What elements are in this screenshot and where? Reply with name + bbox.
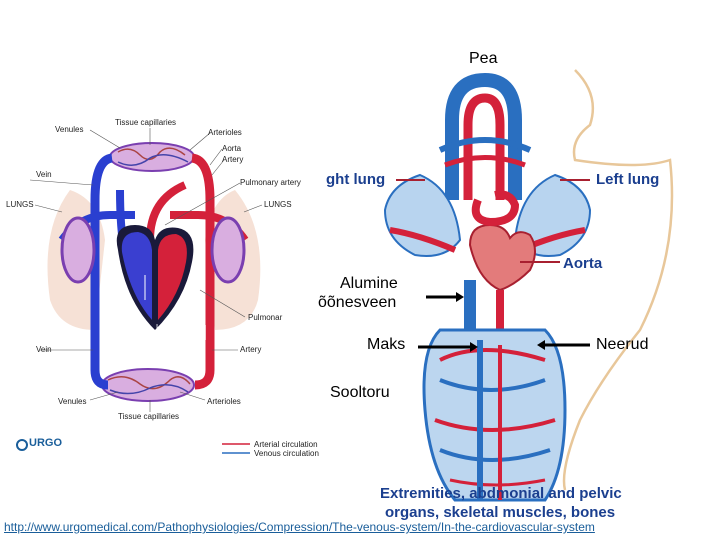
- label-aorta-left: Aorta: [222, 144, 242, 153]
- body-outline: [562, 69, 674, 491]
- label-tissue-capillaries-bottom: Tissue capillaries: [118, 412, 180, 421]
- label-pulmonary-artery: Pulmonary artery: [240, 178, 301, 187]
- label-pulmonar: Pulmonar: [248, 313, 283, 322]
- label-aorta-right: Aorta: [563, 255, 603, 272]
- label-sooltoru: Sooltoru: [330, 384, 390, 401]
- label-neerud: Neerud: [596, 336, 649, 353]
- caption-line-1: Extremities, abdmonial and pelvic: [380, 485, 622, 502]
- label-venules-top: Venules: [55, 125, 84, 134]
- label-left-heart: LEFT HEART: [156, 323, 183, 340]
- source-link[interactable]: http://www.urgomedical.com/Pathophysiolo…: [4, 520, 595, 534]
- left-lung-capillaries: [60, 216, 96, 284]
- label-maks: Maks: [367, 336, 406, 353]
- label-left-lung: Left lung: [596, 171, 660, 188]
- label-vein-top: Vein: [36, 170, 52, 179]
- label-alumine-line2: õõnesveen: [318, 294, 397, 311]
- label-lungs-left: LUNGS: [6, 200, 34, 209]
- label-artery-bottom: Artery: [240, 345, 262, 354]
- label-venules-bottom: Venules: [58, 397, 87, 406]
- caption-line-2: organs, skeletal muscles, bones: [385, 504, 616, 521]
- label-arterioles-top: Arterioles: [208, 128, 242, 137]
- urgo-logo-text: URGO: [29, 437, 62, 449]
- right-lung-capillaries: [210, 216, 246, 284]
- label-right-heart: RIGHT HEART: [117, 323, 144, 340]
- legend-venous: Venous circulation: [254, 449, 319, 458]
- label-alumine-line1: Alumine: [340, 275, 398, 292]
- label-tissue-capillaries-top: Tissue capillaries: [115, 118, 177, 127]
- label-pea: Pea: [469, 50, 498, 67]
- urgo-logo-mark: [16, 439, 28, 451]
- label-lungs-right: LUNGS: [264, 200, 292, 209]
- heart-shape-right: [468, 223, 536, 292]
- label-artery-top: Artery: [222, 155, 244, 164]
- label-right-lung: ght lung: [326, 171, 386, 188]
- label-arterioles-bottom: Arterioles: [207, 397, 241, 406]
- legend-arterial: Arterial circulation: [254, 440, 318, 449]
- head-vessel-loop: [445, 72, 522, 200]
- label-vein-bottom: Vein: [36, 345, 52, 354]
